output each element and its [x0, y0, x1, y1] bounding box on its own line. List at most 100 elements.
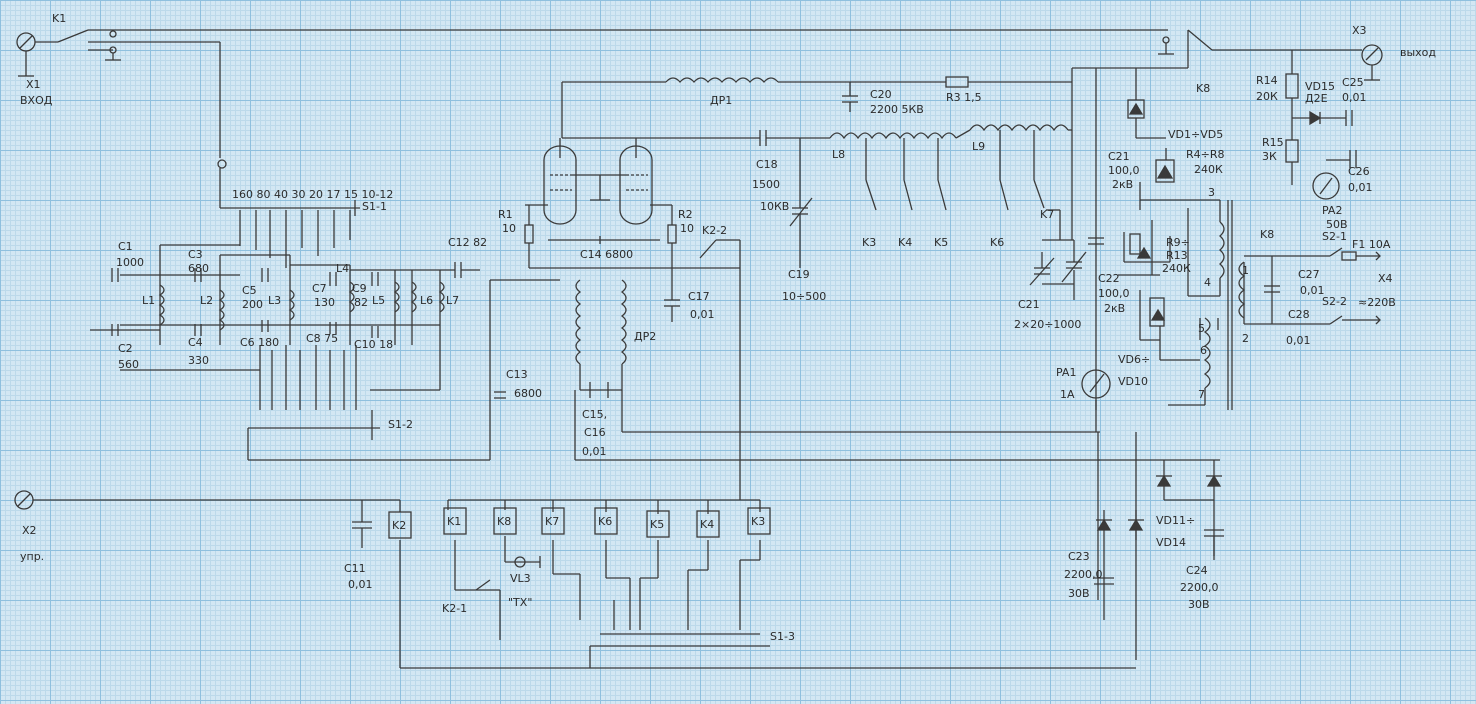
label-l1: L1 [142, 294, 155, 307]
output-tubes [494, 76, 1100, 500]
choke-dr2-right [620, 279, 627, 365]
label-c19: C19 [788, 268, 810, 281]
label-c4: C4 [188, 336, 203, 349]
label-vd6: VD6÷ [1118, 353, 1150, 366]
label-pa2: PA2 [1322, 204, 1342, 217]
label-pa1v: 1А [1060, 388, 1075, 401]
label-x1: X1 [26, 78, 41, 91]
label-vd10: VD10 [1118, 375, 1148, 388]
relay-coil-k3: K3 [747, 507, 771, 535]
label-tr7: 7 [1198, 388, 1205, 401]
label-s12: S1-2 [388, 418, 413, 431]
relay-coil-k4: K4 [696, 510, 720, 538]
label-r2: R2 [678, 208, 693, 221]
tube-vl2 [619, 145, 653, 225]
label-vd15b: Д2Е [1305, 92, 1328, 105]
label-c2: C2 [118, 342, 133, 355]
label-r913b: R13 [1166, 249, 1188, 262]
label-c27v: 0,01 [1300, 284, 1325, 297]
label-c23k: 30В [1068, 587, 1090, 600]
label-k8top: K8 [1196, 82, 1210, 95]
label-l5: L5 [372, 294, 385, 307]
voltmeter-pa2 [1312, 172, 1340, 200]
relay-label-k4: K4 [700, 518, 714, 531]
label-l4: L4 [336, 262, 349, 275]
label-k8b: K8 [1260, 228, 1274, 241]
label-pa1: PA1 [1056, 366, 1076, 379]
resistor-r3 [945, 76, 969, 88]
label-c21av: 100,0 [1108, 164, 1140, 177]
input-filter-bank [90, 200, 560, 461]
label-c17: C17 [688, 290, 710, 303]
label-r913: R9÷ [1166, 236, 1190, 249]
relay-label-k7: K7 [545, 515, 559, 528]
label-k1: K1 [52, 12, 66, 25]
label-c16: C16 [584, 426, 606, 439]
label-f1: F1 10A [1352, 238, 1391, 251]
label-c3v: 680 [188, 262, 209, 275]
relay-coil-k7: K7 [541, 507, 565, 535]
label-c3: C3 [188, 248, 203, 261]
relay-label-k3: K3 [751, 515, 765, 528]
output-pi-network [789, 30, 1189, 300]
label-c7v: 130 [314, 296, 335, 309]
label-c5: C5 [242, 284, 257, 297]
inductor-l9 [969, 124, 1069, 132]
resistor-r14 [1285, 73, 1299, 99]
label-c18k: 10КВ [760, 200, 789, 213]
label-c11v: 0,01 [348, 578, 373, 591]
label-k21: K2-1 [442, 602, 467, 615]
label-r1v: 10 [502, 222, 516, 235]
label-c27: C27 [1298, 268, 1320, 281]
label-c1: C1 [118, 240, 133, 253]
label-vyhod: выход [1400, 46, 1436, 59]
label-r3: R3 1,5 [946, 91, 982, 104]
label-pa2v: 50В [1326, 218, 1348, 231]
label-tr5: 5 [1198, 322, 1205, 335]
label-c18: C18 [756, 158, 778, 171]
relay-coil-k5: K5 [646, 510, 670, 538]
lamp-vl3 [514, 556, 526, 568]
relay-label-k2: K2 [392, 519, 406, 532]
tube-vl1 [543, 145, 577, 225]
control-circuit [14, 490, 1136, 669]
label-c22v: 100,0 [1098, 287, 1130, 300]
mains-input [1238, 50, 1381, 325]
label-c21ak: 2кВ [1112, 178, 1133, 191]
label-s13: S1-3 [770, 630, 795, 643]
label-r14: R14 [1256, 74, 1278, 87]
label-c5v: 200 [242, 298, 263, 311]
label-c2v: 560 [118, 358, 139, 371]
label-c14: C14 6800 [580, 248, 633, 261]
label-tr3: 3 [1208, 186, 1215, 199]
relay-label-k1: K1 [447, 515, 461, 528]
label-r15: R15 [1262, 136, 1284, 149]
label-tr4: 4 [1204, 276, 1211, 289]
relay-k1-contact [57, 29, 89, 43]
label-c4v: 330 [188, 354, 209, 367]
label-c22k: 2кВ [1104, 302, 1125, 315]
label-tr2: 2 [1242, 332, 1249, 345]
label-x2: X2 [22, 524, 37, 537]
label-taps: 160 80 40 30 20 17 15 10-12 [232, 188, 393, 201]
label-vhod: ВХОД [20, 94, 53, 107]
label-c13v: 6800 [514, 387, 542, 400]
relay-coil-k8: K8 [493, 507, 517, 535]
label-l7: L7 [446, 294, 459, 307]
ammeter-pa1 [1081, 369, 1111, 399]
transformer-hv-winding [1219, 221, 1225, 279]
label-c20: C20 [870, 88, 892, 101]
label-k3: K3 [862, 236, 876, 249]
label-s11: S1-1 [362, 200, 387, 213]
label-r15v: 3К [1262, 150, 1277, 163]
label-c19v: 10÷500 [782, 290, 826, 303]
label-k7: K7 [1040, 208, 1054, 221]
label-c8: C8 75 [306, 332, 338, 345]
label-tr1: 1 [1242, 264, 1249, 277]
label-c24: C24 [1186, 564, 1208, 577]
label-l3: L3 [268, 294, 281, 307]
label-k6: K6 [990, 236, 1004, 249]
